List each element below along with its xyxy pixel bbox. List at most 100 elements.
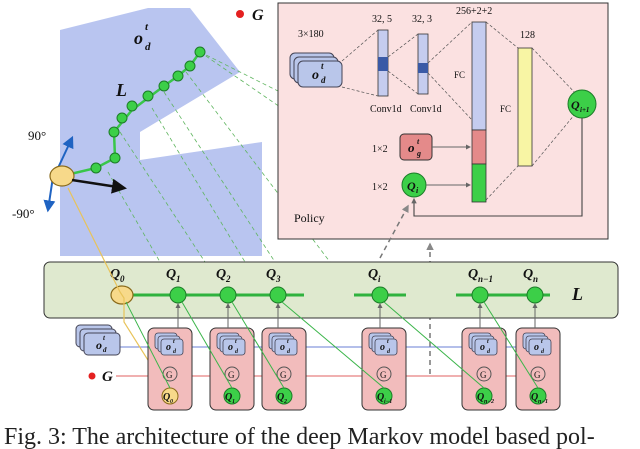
block-q-sub: i−1 <box>384 399 392 405</box>
block-q-text: Q <box>163 392 170 403</box>
policy-input-dim: 3×180 <box>298 29 324 40</box>
chain-node-label: Q <box>468 267 478 282</box>
fc1-goal-part <box>471 129 487 165</box>
fc1-q-part <box>471 163 487 203</box>
og-text: o <box>408 140 415 155</box>
chain-label: L <box>571 284 583 304</box>
block-q-sub: 2 <box>283 399 287 405</box>
svg-text:d: d <box>145 41 151 53</box>
conv1-label: Conv1d <box>370 104 402 115</box>
goal-input-label: G <box>102 369 113 385</box>
block-input-link <box>281 301 385 389</box>
chain-node-label: Q <box>266 267 276 282</box>
conv2-highlight <box>418 63 428 73</box>
block-q-text: Q <box>377 392 384 403</box>
block-goal-text: G <box>480 370 487 380</box>
block-obs-sub: d <box>173 349 177 355</box>
og-dim: 1×2 <box>372 144 388 155</box>
chain-node-sub: 1 <box>176 274 181 284</box>
block-obs-sub: d <box>287 349 291 355</box>
chain-node-sub: n−1 <box>478 274 493 284</box>
sensor-arm-label: L <box>115 80 127 100</box>
block-q-text: Q <box>277 392 284 403</box>
block-input-link <box>125 301 171 389</box>
conv1-dim: 32, 5 <box>372 14 392 25</box>
fc1-label: FC <box>454 70 465 80</box>
block-goal-text: G <box>280 370 287 380</box>
policy-box: Policy o t d 3×180 32, 5 Conv1d 32, 3 Co… <box>277 2 609 240</box>
block-q-sub: 1 <box>232 399 235 405</box>
block-obs-sup: t <box>487 339 489 345</box>
qi-text: Q <box>407 179 416 193</box>
block-obs-sub: d <box>541 349 545 355</box>
svg-text:t: t <box>145 21 149 33</box>
chain-node-sub: 0 <box>120 274 125 284</box>
block-obs-sup: t <box>235 339 237 345</box>
qi-sub: i <box>416 186 419 195</box>
angle-pos-label: 90° <box>28 128 46 143</box>
figure-caption: Fig. 3: The architecture of the deep Mar… <box>4 424 595 449</box>
block-goal-text: G <box>380 370 387 380</box>
block-goal-node <box>276 366 292 382</box>
global-obs-stack: o t d <box>75 324 121 356</box>
robot-base <box>49 165 75 187</box>
qi-dim: 1×2 <box>372 182 388 193</box>
chain-node-label: Q <box>368 267 378 282</box>
block-obs-sub: d <box>235 349 239 355</box>
sensor-area <box>60 8 262 256</box>
block-obs-sub: d <box>387 349 391 355</box>
fc1-block <box>471 21 487 131</box>
block-input-link <box>483 301 539 389</box>
block-obs-text: o <box>228 342 233 353</box>
q0-link <box>67 187 169 393</box>
fc2-label: FC <box>500 104 511 114</box>
arm-nodes <box>90 46 206 174</box>
block-obs-sup: t <box>287 339 289 345</box>
block-input-link <box>231 301 285 389</box>
block-obs-text: o <box>480 342 485 353</box>
policy-title: Policy <box>294 211 325 225</box>
chain-node-sub: 2 <box>225 274 231 284</box>
fc2-block <box>517 47 533 167</box>
block-goal-node <box>224 366 240 382</box>
block-q-text: Q <box>225 392 232 403</box>
qout-text: Q <box>571 98 580 112</box>
block-goal-text: G <box>228 370 235 380</box>
goal-dot <box>236 10 244 18</box>
chain-node-label: Q <box>110 267 120 282</box>
block-input-link <box>181 301 233 389</box>
block-obs-sup: t <box>173 339 175 345</box>
block-obs-text: o <box>534 342 539 353</box>
og-sup: t <box>417 137 420 146</box>
qout-sub: i+1 <box>580 106 589 114</box>
block-q-sub: 0 <box>170 399 173 405</box>
sensor-obs-label: o t d <box>134 21 151 53</box>
block-q-text: Q <box>477 392 484 403</box>
goal-input-dot <box>88 372 96 380</box>
policy-dashed-link <box>379 204 409 259</box>
sensor-goal-label: G <box>252 7 264 24</box>
sensor-view: 90° -90° L o t d G <box>12 7 431 263</box>
chain-node-label: Q <box>216 267 226 282</box>
svg-text:o: o <box>134 28 143 48</box>
fc2-dim: 128 <box>520 30 535 41</box>
conv2-label: Conv1d <box>410 104 442 115</box>
policy-obs-sub: d <box>321 75 326 85</box>
block-obs-text: o <box>380 342 385 353</box>
chain-node-sub: n <box>533 274 538 284</box>
chain-node-label: Q <box>166 267 176 282</box>
svg-text:d: d <box>103 346 107 354</box>
policy-input-stack: o t d <box>289 52 343 88</box>
heading-arrow <box>71 178 127 194</box>
block-input-link <box>383 301 485 389</box>
block-goal-text: G <box>166 370 173 380</box>
conv2-dim: 32, 3 <box>412 14 432 25</box>
